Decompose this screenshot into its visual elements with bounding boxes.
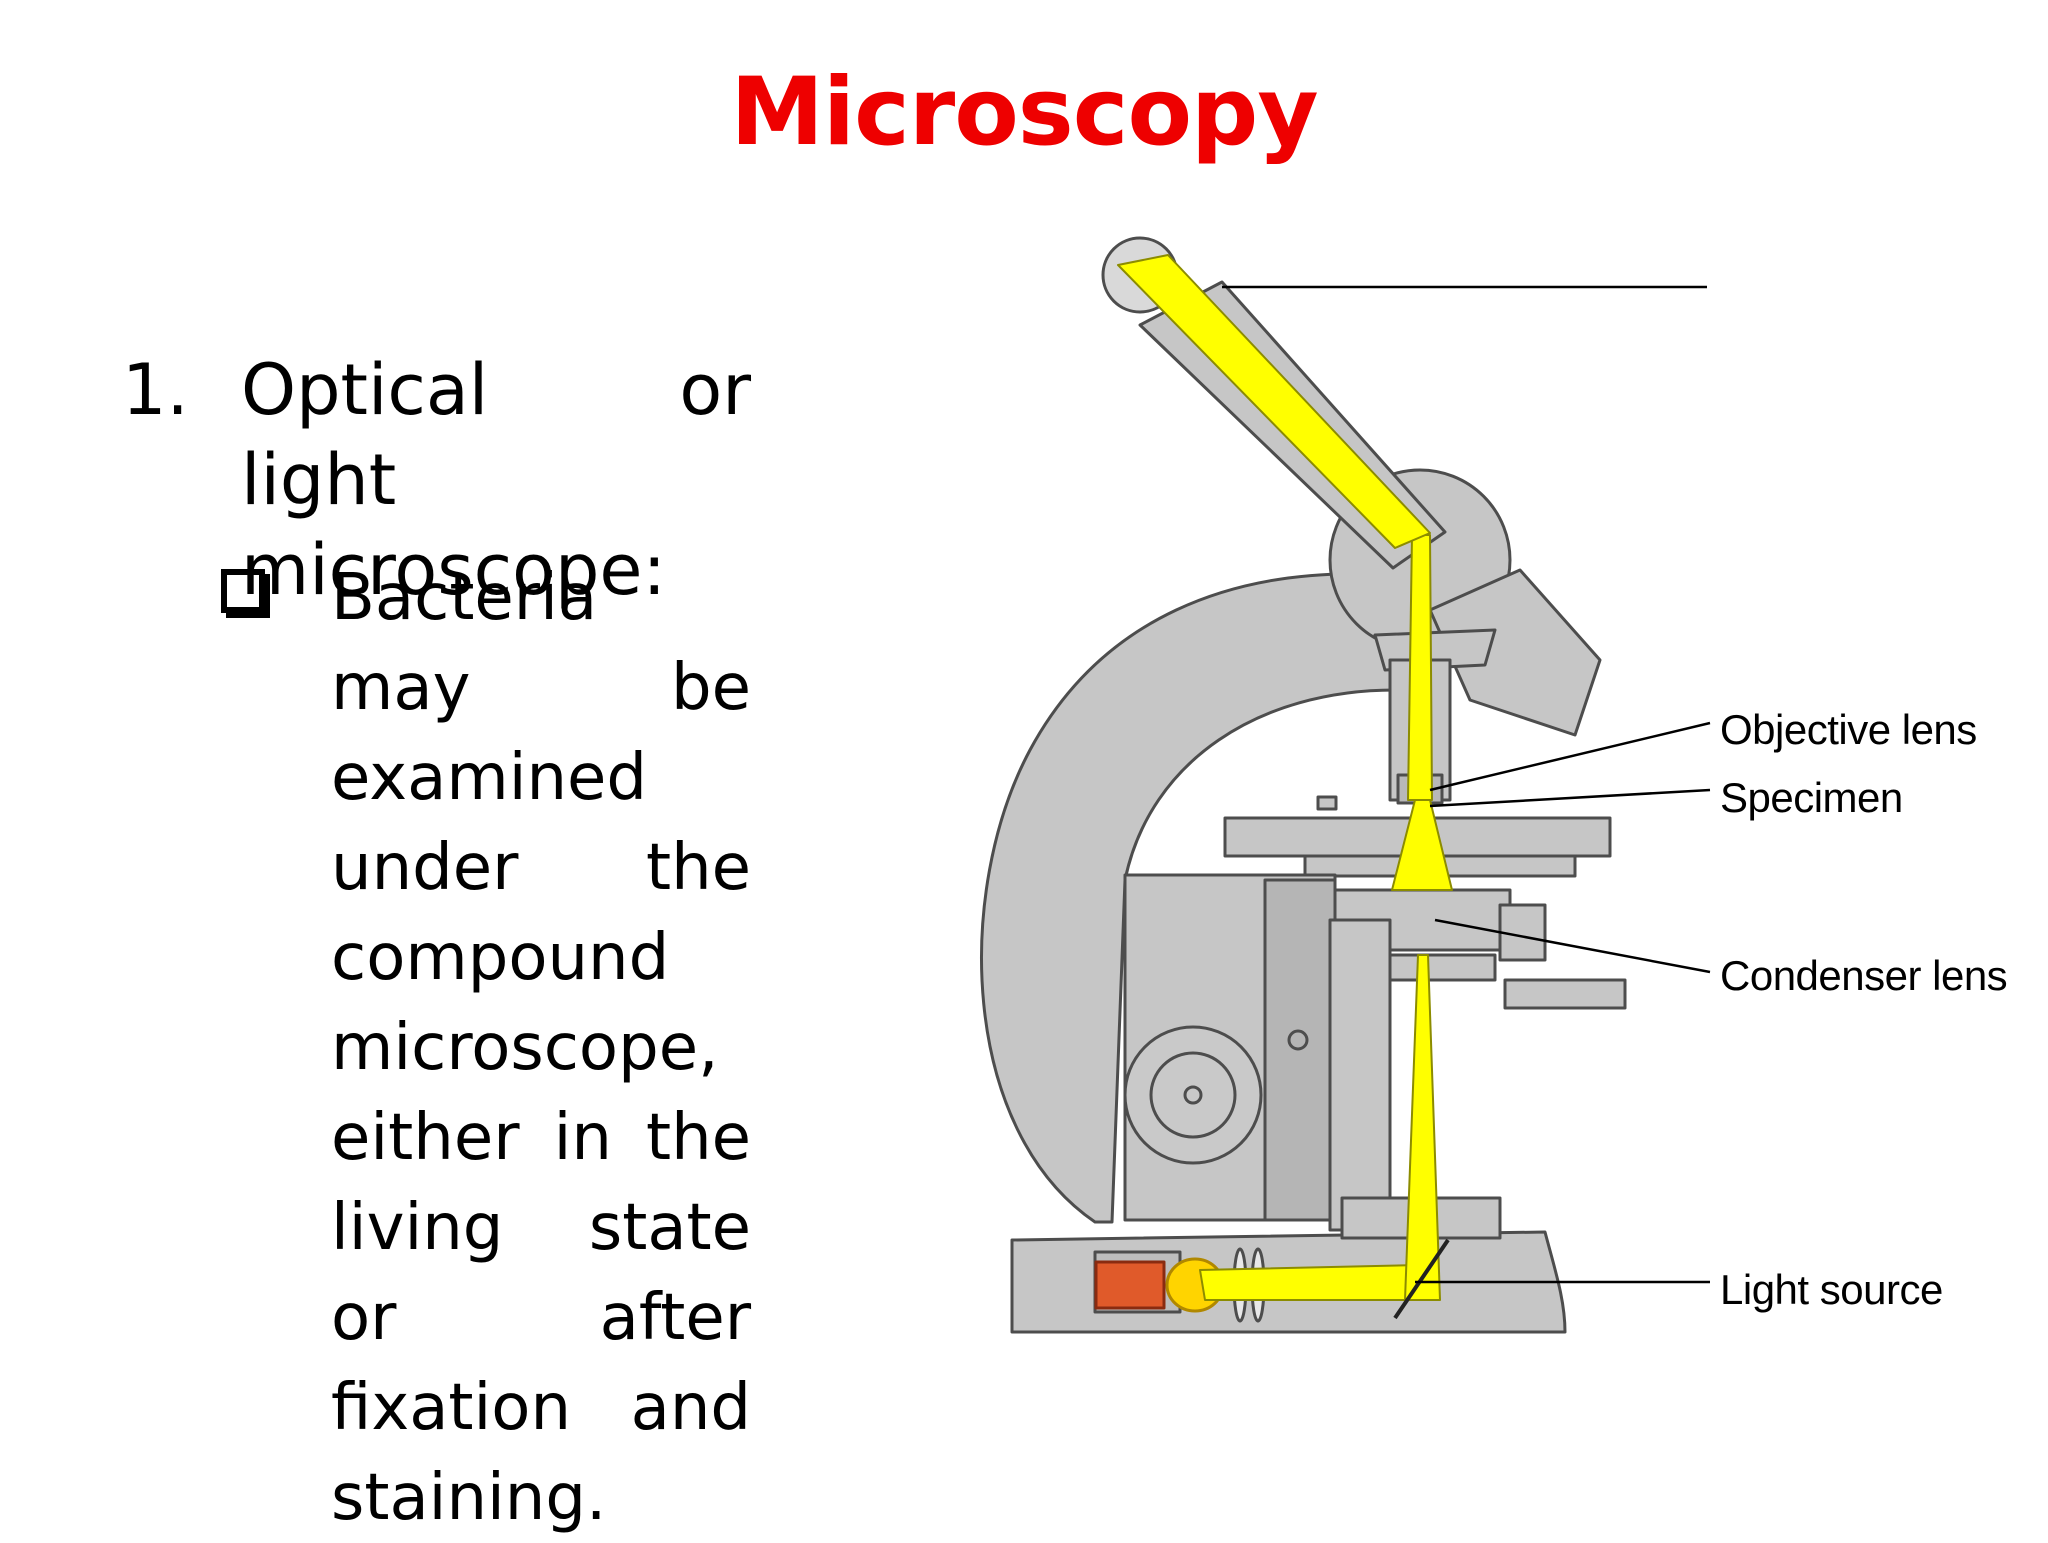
focus-knob [1428,568,1602,737]
coarse-focus-inner [1149,1051,1237,1139]
list-number: 1. [122,349,189,431]
coarse-focus-wheel [1123,1025,1263,1165]
microscope-arm [980,572,1397,1224]
pillar-neck [1328,918,1392,1232]
beam-eyepiece [1117,254,1431,549]
coarse-focus-hub [1183,1085,1203,1105]
condenser-base [1383,953,1497,982]
condenser-leader-line [1434,918,1711,974]
slide-title: Microscopy [730,58,1318,167]
list-heading: Optical or light microscope: [241,349,751,611]
label-specimen: Specimen [1720,774,1903,821]
lamp-filament [1094,1260,1166,1310]
beam-base [1199,1264,1436,1301]
label-objective-lens: Objective lens [1720,706,1977,753]
specimen-leader-line [1429,788,1711,808]
objective-leader-line [1429,721,1711,792]
fine-focus-screw [1287,1029,1309,1051]
condenser-arm [1503,978,1627,1010]
label-light-source: Light source [1720,1266,1943,1313]
mirror [1393,1238,1450,1320]
stage-clip [1316,795,1338,811]
label-condenser-lens: Condenser lens [1720,952,2008,999]
beam-vertical-lower [1404,954,1441,1301]
checkbox-bullet-icon [221,569,265,613]
light-path [1117,254,1453,1301]
bullet-text: Bacteria may be examined under the compo… [331,561,751,1535]
beam-tube-vertical [1407,534,1433,801]
